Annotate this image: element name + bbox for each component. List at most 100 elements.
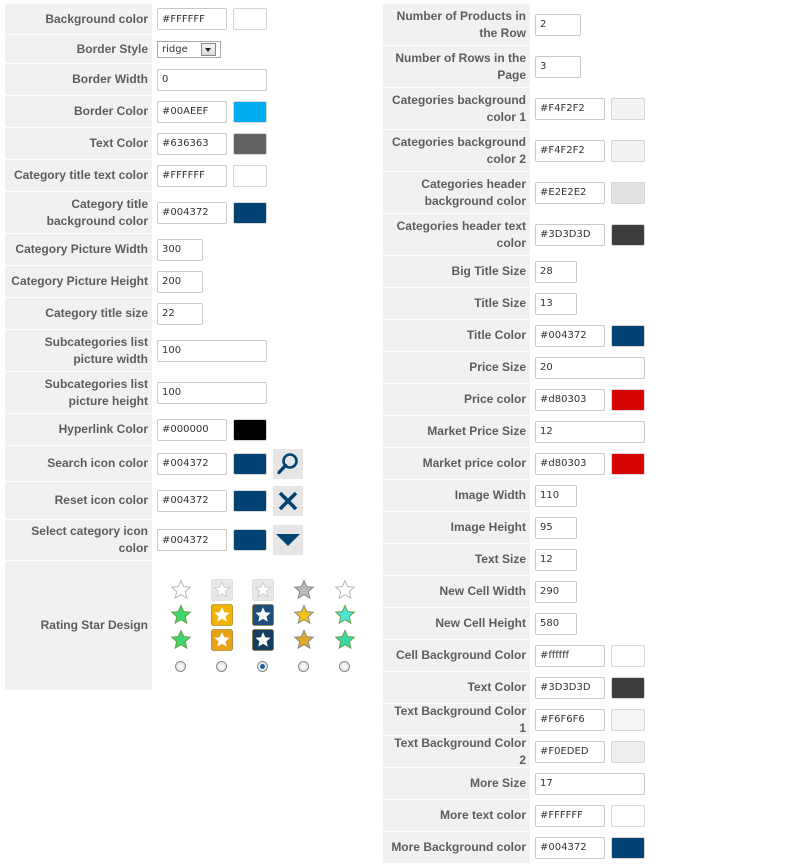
new-cell-height-input[interactable]: 580 — [535, 612, 577, 635]
border-width-input[interactable]: 0 — [157, 68, 267, 91]
background-color-input[interactable]: #FFFFFF — [157, 8, 227, 30]
color-swatch[interactable] — [233, 164, 267, 187]
color-swatch[interactable] — [611, 388, 645, 411]
border-color-input[interactable]: #00AEEF — [157, 100, 227, 123]
color-swatch[interactable] — [233, 100, 267, 123]
color-swatch[interactable] — [611, 708, 645, 731]
rating-design-radio[interactable] — [257, 661, 268, 672]
cell-background-color-input[interactable]: #ffffff — [535, 644, 605, 667]
select-value: ridge — [162, 43, 188, 55]
color-swatch[interactable] — [611, 181, 645, 204]
reset-icon-color-input[interactable]: #004372 — [157, 489, 227, 512]
title-color-input[interactable]: #004372 — [535, 324, 605, 347]
color-swatch[interactable] — [233, 418, 267, 441]
setting-row-categories-background-color-1: Categories background color 1#F4F2F2 — [383, 88, 793, 130]
setting-row-text-background-color-2: Text Background Color 2#F0EDED — [383, 736, 793, 768]
title-size-input[interactable]: 13 — [535, 292, 577, 315]
color-swatch[interactable] — [611, 644, 645, 667]
image-width-input[interactable]: 110 — [535, 484, 577, 507]
rating-star-icon — [252, 629, 274, 651]
setting-label: Rating Star Design — [5, 561, 152, 690]
market-price-size-input[interactable]: 12 — [535, 420, 645, 443]
categories-background-color-1-input[interactable]: #F4F2F2 — [535, 97, 605, 120]
border-style-select[interactable]: ridge — [157, 40, 221, 58]
subcategories-list-picture-height-input[interactable]: 100 — [157, 381, 267, 404]
category-picture-width-input[interactable]: 300 — [157, 238, 203, 261]
setting-row-more-text-color: More text color#FFFFFF — [383, 800, 793, 832]
color-swatch[interactable] — [611, 836, 645, 859]
color-swatch[interactable] — [233, 489, 267, 512]
setting-row-category-title-text-color: Category title text color#FFFFFF — [5, 160, 376, 192]
number-of-products-in-the-row-input[interactable]: 2 — [535, 13, 581, 36]
text-background-color-2-input[interactable]: #F0EDED — [535, 740, 605, 763]
setting-row-background-color: Background color#FFFFFF — [5, 4, 376, 35]
setting-value: #636363 — [157, 128, 267, 159]
category-picture-height-input[interactable]: 200 — [157, 270, 203, 293]
setting-label: More text color — [383, 800, 530, 831]
rating-design-radio[interactable] — [175, 661, 186, 672]
rating-design-radio[interactable] — [339, 661, 350, 672]
select-category-icon-color-input[interactable]: #004372 — [157, 529, 227, 551]
setting-value: #d80303 — [535, 384, 645, 415]
color-swatch[interactable] — [233, 8, 267, 30]
categories-header-text-color-input[interactable]: #3D3D3D — [535, 223, 605, 246]
rating-design-radio[interactable] — [216, 661, 227, 672]
number-of-rows-in-the-page-input[interactable]: 3 — [535, 55, 581, 78]
rating-star-icon — [211, 629, 233, 651]
setting-row-market-price-color: Market price color#d80303 — [383, 448, 793, 480]
category-title-size-input[interactable]: 22 — [157, 302, 203, 325]
text-size-input[interactable]: 12 — [535, 548, 577, 571]
setting-label: Market price color — [383, 448, 530, 479]
setting-label: Text Size — [383, 544, 530, 575]
price-color-input[interactable]: #d80303 — [535, 388, 605, 411]
color-swatch[interactable] — [611, 223, 645, 246]
category-title-text-color-input[interactable]: #FFFFFF — [157, 164, 227, 187]
categories-background-color-2-input[interactable]: #F4F2F2 — [535, 139, 605, 162]
setting-value: #3D3D3D — [535, 672, 645, 703]
new-cell-width-input[interactable]: 290 — [535, 580, 577, 603]
price-size-input[interactable]: 20 — [535, 356, 645, 379]
image-height-input[interactable]: 95 — [535, 516, 577, 539]
color-swatch[interactable] — [233, 529, 267, 551]
market-price-color-input[interactable]: #d80303 — [535, 452, 605, 475]
text-color-input[interactable]: #636363 — [157, 132, 227, 155]
setting-value: #E2E2E2 — [535, 172, 645, 213]
setting-value: #F4F2F2 — [535, 130, 645, 171]
rating-design-radio[interactable] — [298, 661, 309, 672]
color-swatch[interactable] — [611, 139, 645, 162]
setting-row-reset-icon-color: Reset icon color#004372 — [5, 482, 376, 520]
setting-label: Cell Background Color — [383, 640, 530, 671]
categories-header-background-color-input[interactable]: #E2E2E2 — [535, 181, 605, 204]
text-color-input[interactable]: #3D3D3D — [535, 676, 605, 699]
color-swatch[interactable] — [611, 676, 645, 699]
setting-label: Text Background Color 2 — [383, 736, 530, 767]
more-text-color-input[interactable]: #FFFFFF — [535, 804, 605, 827]
more-size-input[interactable]: 17 — [535, 772, 645, 795]
big-title-size-input[interactable]: 28 — [535, 260, 577, 283]
setting-label: More Size — [383, 768, 530, 799]
hyperlink-color-input[interactable]: #000000 — [157, 418, 227, 441]
rating-star-icon — [293, 604, 315, 626]
more-background-color-input[interactable]: #004372 — [535, 836, 605, 859]
color-swatch[interactable] — [611, 740, 645, 763]
color-swatch[interactable] — [233, 452, 267, 475]
color-swatch[interactable] — [233, 132, 267, 155]
setting-value: 95 — [535, 512, 577, 543]
color-swatch[interactable] — [611, 452, 645, 475]
search-icon-color-input[interactable]: #004372 — [157, 452, 227, 475]
color-swatch[interactable] — [611, 804, 645, 827]
text-background-color-1-input[interactable]: #F6F6F6 — [535, 708, 605, 731]
dropdown-arrow-icon[interactable] — [201, 42, 216, 56]
color-swatch[interactable] — [611, 324, 645, 347]
subcategories-list-picture-width-input[interactable]: 100 — [157, 339, 267, 362]
category-title-background-color-input[interactable]: #004372 — [157, 201, 227, 224]
color-swatch[interactable] — [611, 97, 645, 120]
setting-row-select-category-icon-color: Select category icon color#004372 — [5, 520, 376, 561]
color-swatch[interactable] — [233, 201, 267, 224]
